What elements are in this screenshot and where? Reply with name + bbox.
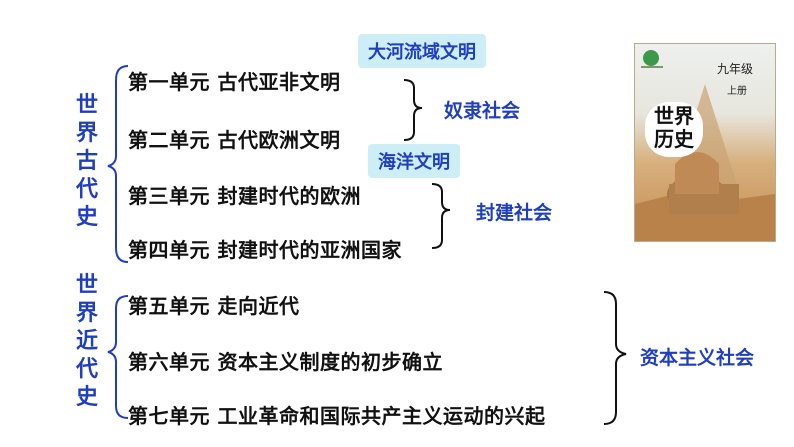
- feudal-society-label: 封建社会: [476, 202, 553, 224]
- capitalist-society-label: 资本主义社会: [640, 347, 755, 369]
- ocean-civilization-tag: 海洋文明: [368, 144, 460, 178]
- slave-society-brace: [403, 79, 423, 141]
- capitalist-society-brace: [603, 291, 627, 425]
- unit-5: 第五单元 走向近代: [128, 294, 300, 318]
- book-volume: 上册: [727, 86, 747, 97]
- ancient-history-label: 世 界 古 代 史: [75, 93, 98, 230]
- feudal-society-brace: [431, 183, 451, 249]
- sphinx-illustration: [635, 50, 775, 241]
- unit-7: 第七单元 工业革命和国际共产主义运动的兴起: [128, 404, 546, 428]
- river-civilization-tag: 大河流域文明: [358, 34, 486, 68]
- unit-2: 第二单元 古代欧洲文明: [128, 128, 341, 152]
- unit-1: 第一单元 古代亚非文明: [128, 70, 341, 94]
- slave-society-label: 奴隶社会: [444, 100, 521, 122]
- textbook-cover-image: 九年级 上册 世界 历史: [634, 43, 776, 242]
- unit-4: 第四单元 封建时代的亚洲国家: [128, 238, 402, 262]
- modern-history-label: 世 界 近 代 史: [75, 273, 98, 410]
- book-title: 世界 历史: [645, 102, 703, 157]
- unit-3: 第三单元 封建时代的欧洲: [128, 184, 361, 208]
- book-grade: 九年级: [717, 62, 754, 76]
- ancient-brace: [107, 65, 129, 263]
- modern-brace: [107, 295, 129, 419]
- unit-6: 第六单元 资本主义制度的初步确立: [128, 350, 443, 374]
